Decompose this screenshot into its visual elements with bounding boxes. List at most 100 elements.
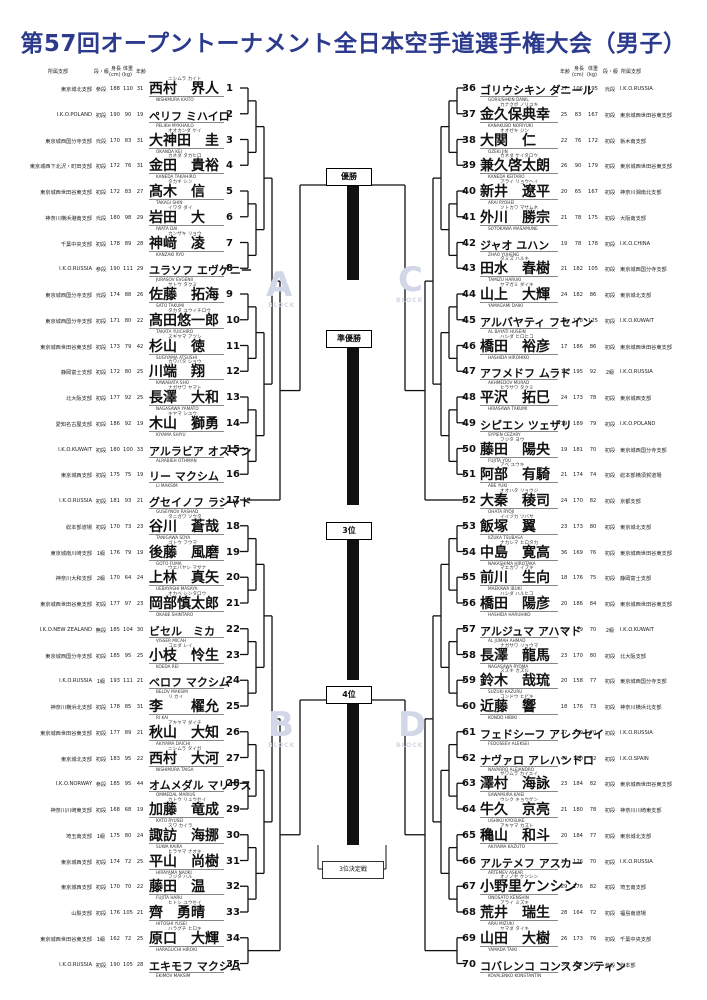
player-name: オムメダル マリウス — [149, 779, 252, 793]
player-number: 1 — [226, 83, 233, 94]
player-age: 21 — [560, 807, 568, 813]
player-age: 24 — [136, 575, 144, 582]
name-underline — [480, 868, 558, 870]
player-number: 40 — [462, 186, 476, 197]
name-underline — [149, 405, 224, 406]
player-affiliation: 北大阪支部 — [66, 396, 92, 402]
player-height: 186 — [573, 601, 583, 607]
player-height: 176 — [573, 884, 583, 891]
player-affiliation: 東京城西国分寺支部 — [620, 679, 667, 686]
player-furigana: コエダ レイ — [168, 643, 193, 649]
name-underline — [480, 817, 558, 818]
player-age: 25 — [136, 369, 144, 376]
player-affiliation: 神奈川横浜北支部 — [620, 705, 662, 711]
player-furigana: ヒトシ ユウセイ — [168, 901, 202, 906]
player-rank: 初段 — [95, 653, 107, 660]
player-number: 41 — [462, 211, 476, 223]
player-affiliation: 京都支部 — [620, 499, 641, 505]
player-number: 63 — [462, 778, 476, 790]
player-name: 秋山 大知 — [149, 724, 219, 741]
player-affiliation: 東京城南川崎支部 — [50, 550, 92, 557]
player-rank: 2級 — [96, 576, 106, 583]
player-age: 29 — [136, 266, 144, 273]
player-affiliation: 北大阪支部 — [620, 653, 646, 660]
player-age: 20 — [560, 189, 568, 195]
player-affiliation: 総本部 — [620, 962, 636, 969]
player-romaji: KATO RYUSEI — [156, 818, 184, 823]
name-underline — [480, 482, 558, 484]
player-rank: 初段 — [95, 859, 107, 866]
player-romaji: OKABE SHINTARO — [156, 612, 194, 617]
player-affiliation: 神奈川湘南北支部 — [620, 190, 662, 196]
player-height: 174 — [573, 472, 583, 479]
player-romaji: SUWA KAIRA — [156, 843, 183, 849]
player-affiliation: 東京城西世田谷東支部 — [620, 112, 672, 119]
player-romaji: PELIKH MYKHAILO — [156, 122, 194, 128]
player-name: 上林 真矢 — [149, 570, 219, 587]
player-age: 18 — [560, 369, 568, 376]
header-height-left: 身長 — [111, 66, 122, 72]
player-furigana: アキヤマ カズト — [500, 823, 534, 829]
player-furigana: ヒラヤマ ナオキ — [168, 849, 202, 855]
player-age: 19 — [136, 472, 144, 479]
player-height: 174 — [110, 858, 120, 865]
player-height: 168 — [110, 807, 120, 813]
player-romaji: SAWAMURA KAIEI — [488, 792, 525, 798]
player-affiliation: 東京城北支部 — [60, 756, 92, 763]
player-height: 180 — [110, 214, 120, 221]
player-age: 19 — [136, 549, 144, 556]
player-age: 42 — [136, 343, 144, 350]
player-affiliation: 総本部横須賀道場 — [620, 473, 662, 480]
player-affiliation: 東京城西支部 — [60, 885, 92, 892]
player-rank: 初段 — [95, 190, 107, 196]
player-romaji: ABE YUKI — [488, 483, 508, 489]
player-number: 51 — [462, 469, 476, 481]
name-underline — [149, 173, 224, 175]
player-name: エキモフ マクシム — [149, 959, 241, 973]
player-age: 49 — [560, 755, 568, 762]
player-furigana: キヤマ シユウ — [168, 411, 198, 417]
player-weight: 111 — [123, 266, 133, 273]
player-rank: 初段 — [604, 782, 616, 789]
player-height: 184 — [573, 781, 583, 788]
player-name: 杉山 徳 — [149, 338, 205, 355]
player-height: 170 — [110, 523, 120, 530]
player-name: 岡部慎太郎 — [149, 596, 219, 612]
name-underline — [480, 276, 558, 278]
player-rank: 参段 — [95, 782, 107, 789]
player-height: 182 — [573, 292, 583, 298]
player-number: 60 — [462, 701, 476, 712]
player-affiliation: 東京城西世田谷東支部 — [620, 164, 672, 171]
player-weight: 80 — [124, 832, 132, 839]
player-height: 106 — [573, 86, 583, 92]
player-age: 21 — [560, 317, 568, 324]
player-weight: 86 — [589, 292, 597, 298]
header-weight-right: 体重 — [588, 66, 599, 72]
player-romaji: KIYAMA SHIYU — [156, 431, 186, 437]
player-rank: 初段 — [95, 705, 107, 711]
player-height: 177 — [110, 601, 120, 607]
player-furigana: オカベ シンタロウ — [168, 592, 207, 597]
player-affiliation: 神奈川川崎東支部 — [620, 808, 662, 814]
player-weight: 70 — [124, 884, 132, 891]
player-weight: 77 — [589, 678, 597, 685]
player-romaji: OMMEDAL MARIUS — [156, 792, 196, 798]
player-age: 22 — [136, 755, 144, 762]
player-age: 23 — [560, 652, 568, 659]
player-affiliation: 愛知名古屋支部 — [55, 421, 92, 428]
name-underline — [149, 636, 224, 638]
player-name: ジャオ ユハン — [480, 238, 550, 252]
player-number: 55 — [462, 572, 476, 584]
player-romaji: FEDOSEEV ALEKSEI — [488, 740, 529, 746]
player-romaji: AL BAYATI HUSEIN — [488, 328, 526, 334]
player-number: 34 — [226, 932, 240, 944]
player-name: 兼久啓太朗 — [480, 158, 550, 175]
header-affiliation-right: 所属支部 — [621, 69, 642, 75]
player-rank: 2級 — [605, 627, 615, 634]
player-rank: 1級 — [96, 550, 106, 557]
player-affiliation: 東京城西国分寺支部 — [45, 653, 92, 660]
